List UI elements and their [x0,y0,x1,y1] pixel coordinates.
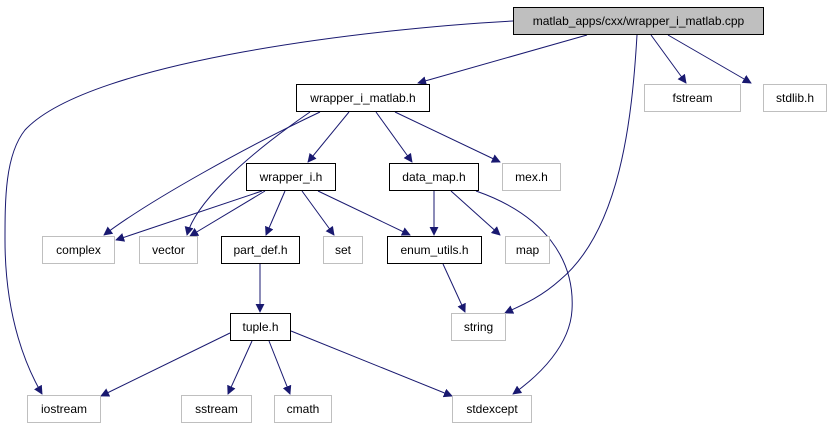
node-label: sstream [195,402,238,416]
node-eu[interactable]: enum_utils.h [387,236,482,264]
edge-eu-to-string [442,263,466,313]
edge-root-to-wim [417,34,588,86]
node-label: data_map.h [402,170,466,184]
node-label: iostream [40,402,87,416]
edge-wi-to-eu [317,190,411,236]
edge-tuple-to-cmath [268,340,292,395]
node-label: stdlib.h [775,91,815,105]
edge-wim-to-dm [375,111,413,163]
node-vector: vector [139,236,198,264]
node-sstream: sstream [181,395,252,423]
edge-root-to-iostream [4,20,514,395]
node-tuple[interactable]: tuple.h [230,313,291,341]
node-label: map [515,243,540,257]
node-string: string [451,313,506,341]
node-root[interactable]: matlab_apps/cxx/wrapper_i_matlab.cpp [513,7,764,35]
edge-wi-to-complex [115,190,263,242]
node-label: cmath [286,402,320,416]
node-label: complex [56,243,101,257]
node-label: stdexcept [466,402,518,416]
edge-wim-to-complex [103,111,321,236]
node-cmath: cmath [274,395,332,423]
edge-wi-to-set [301,190,335,236]
node-stdexcept: stdexcept [452,395,532,423]
node-set: set [323,236,363,264]
node-label: string [463,320,494,334]
node-stdlib: stdlib.h [763,84,827,112]
edge-dm-to-map [450,190,501,236]
edge-tuple-to-stdexcept [290,330,453,398]
edge-wi-to-vector [189,190,266,237]
node-wim[interactable]: wrapper_i_matlab.h [296,84,430,112]
node-label: enum_utils.h [400,243,469,257]
node-dm[interactable]: data_map.h [389,163,479,191]
edge-root-to-string [504,34,638,314]
node-label: matlab_apps/cxx/wrapper_i_matlab.cpp [532,14,745,28]
node-map: map [505,236,550,264]
node-label: fstream [672,91,713,105]
node-label: wrapper_i_matlab.h [310,91,416,105]
edge-wim-to-wi [307,111,350,163]
edge-dm-to-stdexcept [475,190,573,395]
node-pd[interactable]: part_def.h [221,236,300,264]
node-label: vector [152,243,185,257]
node-label: wrapper_i.h [259,170,323,184]
node-iostream: iostream [27,395,101,423]
node-fstream: fstream [644,84,741,112]
edge-tuple-to-sstream [227,340,253,395]
node-label: mex.h [515,170,548,184]
node-label: part_def.h [233,243,288,257]
edge-tuple-to-iostream [100,332,231,397]
node-wi[interactable]: wrapper_i.h [246,163,336,191]
node-mex: mex.h [502,163,561,191]
node-label: tuple.h [242,320,279,334]
edge-wim-to-vector [184,111,311,236]
edge-root-to-fstream [650,34,687,84]
edge-wi-to-pd [265,190,286,236]
node-label: set [334,243,351,257]
edge-root-to-stdlib [667,34,752,84]
node-complex: complex [42,236,115,264]
edge-wim-to-mex [394,111,501,163]
